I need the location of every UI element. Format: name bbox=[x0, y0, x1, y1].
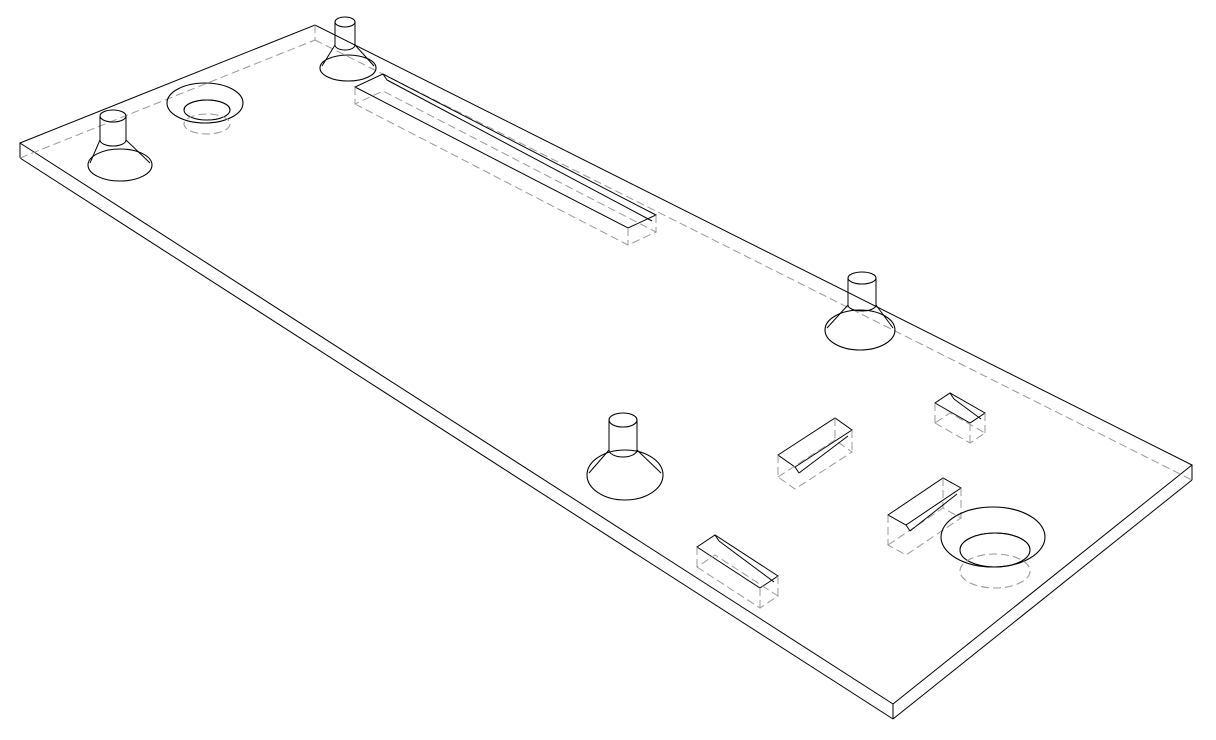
long-slot-inner-edge bbox=[382, 73, 388, 81]
boss-cylinder-top bbox=[334, 16, 356, 28]
boss-cylinder-bottom bbox=[99, 139, 127, 147]
rect-pocket-top-outline bbox=[696, 534, 779, 589]
boss-cone-base bbox=[319, 54, 377, 82]
rect-pocket bbox=[887, 477, 962, 556]
rect-pocket bbox=[777, 417, 853, 490]
boss-cylinder-bottom bbox=[334, 44, 356, 51]
hole-countersink-outline bbox=[166, 82, 244, 124]
plate-hidden-edge bbox=[314, 39, 1193, 481]
boss-cone-side bbox=[89, 139, 101, 164]
boss-cylinder-top bbox=[847, 271, 877, 285]
rect-pocket-inner-edge bbox=[714, 534, 720, 542]
hole-bore-edge bbox=[959, 532, 1031, 551]
boss-cylinder-top bbox=[99, 109, 127, 123]
boss-cone-base bbox=[824, 309, 896, 351]
countersunk-hole bbox=[940, 506, 1046, 589]
boss bbox=[586, 412, 664, 501]
long-slot-inner-edge bbox=[386, 79, 653, 222]
rect-pocket-inner-edge bbox=[949, 392, 955, 400]
boss-cone-side bbox=[826, 304, 849, 329]
boss bbox=[824, 271, 896, 351]
rect-pocket-bottom-outline bbox=[934, 412, 986, 444]
hole-bottom-hidden bbox=[183, 113, 231, 135]
plate-bottom-edge bbox=[19, 157, 894, 720]
rect-pocket-inner-edge bbox=[953, 398, 982, 420]
long-slot-bottom-outline bbox=[353, 90, 658, 246]
rect-pocket-inner-edge bbox=[794, 466, 800, 474]
boss bbox=[87, 109, 153, 182]
boss-cylinder-bottom bbox=[608, 449, 638, 458]
boss-cone-side bbox=[321, 44, 336, 67]
rect-pocket-bottom-outline bbox=[887, 507, 962, 556]
hole-bore-edge bbox=[183, 99, 231, 111]
hole-bottom-hidden bbox=[959, 553, 1031, 589]
rect-pocket-inner-edge bbox=[909, 493, 958, 532]
long-slot-top-outline bbox=[353, 73, 658, 229]
plate-top-face bbox=[18, 24, 1193, 705]
boss-cylinder-bottom bbox=[847, 304, 877, 312]
plate-bottom-edge bbox=[892, 479, 1193, 720]
boss-cone-base bbox=[87, 148, 153, 182]
boss-cone-side bbox=[875, 304, 894, 329]
rect-pocket bbox=[934, 392, 986, 444]
rect-pocket bbox=[696, 534, 779, 609]
boss-cone-base bbox=[586, 449, 664, 501]
boss bbox=[319, 16, 377, 82]
boss-cone-side bbox=[636, 449, 662, 474]
countersunk-hole bbox=[166, 82, 244, 135]
rect-pocket-inner-edge bbox=[798, 435, 849, 474]
rect-pocket-bottom-outline bbox=[696, 554, 779, 609]
rect-pocket-top-outline bbox=[887, 477, 962, 526]
boss-cone-side bbox=[125, 139, 151, 164]
plate bbox=[18, 24, 1193, 720]
boss-cone-side bbox=[354, 44, 375, 67]
rect-pocket-inner-edge bbox=[905, 524, 911, 532]
rect-pocket-inner-edge bbox=[718, 540, 775, 583]
rect-pocket-bottom-outline bbox=[777, 439, 853, 490]
long-slot bbox=[353, 73, 658, 246]
boss-cone-side bbox=[588, 449, 610, 474]
boss-cylinder-top bbox=[608, 412, 638, 428]
hole-countersink-outline bbox=[940, 506, 1046, 568]
